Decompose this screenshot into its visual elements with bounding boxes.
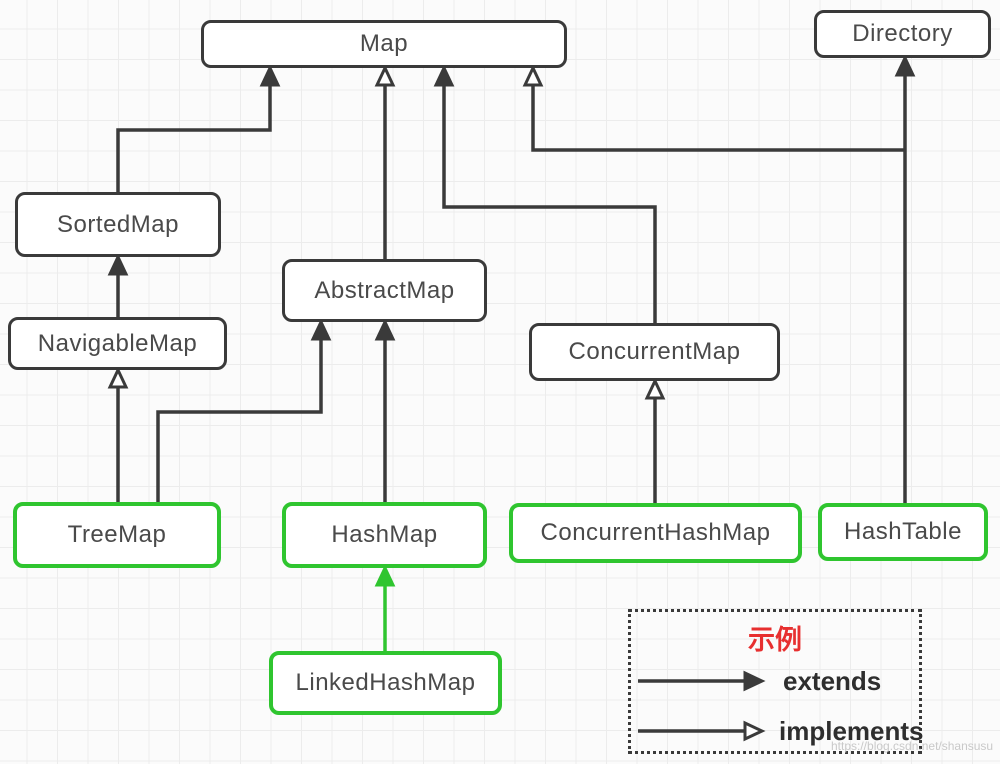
legend-title: 示例 [748,625,802,655]
legend-box [628,609,922,754]
solid-arrowhead-icon [310,318,332,341]
node-concurrenthashmap-label: ConcurrentHashMap [540,519,771,546]
legend-extends-label: extends [783,666,882,696]
node-concurrentmap: ConcurrentMap [529,323,780,381]
open-arrowhead-icon [644,377,666,400]
node-navigablemap-label: NavigableMap [37,329,198,357]
legend-implements-label: implements [779,716,924,746]
node-sortedmap-label: SortedMap [57,210,179,238]
solid-arrowhead-icon [374,564,396,587]
solid-arrowhead-icon [374,318,396,341]
edge-sortedmap-map-line [116,85,272,192]
node-linkedhashmap-label: LinkedHashMap [295,669,476,696]
node-abstractmap-label: AbstractMap [314,276,455,304]
node-concurrentmap-label: ConcurrentMap [568,338,741,365]
open-arrowhead-icon [522,64,544,87]
node-navigablemap: NavigableMap [8,317,227,370]
node-directory: Directory [814,10,991,58]
node-linkedhashmap: LinkedHashMap [269,651,502,715]
solid-arrowhead-icon [259,64,281,87]
watermark-text: https://blog.csdn.net/shansusu [831,739,994,753]
node-map-label: Map [359,30,409,57]
node-hashtable-label: HashTable [844,518,962,545]
node-concurrenthashmap: ConcurrentHashMap [509,503,802,563]
open-arrowhead-icon [107,366,129,389]
node-treemap-label: TreeMap [67,521,167,548]
node-abstractmap: AbstractMap [282,259,487,322]
solid-arrowhead-icon [433,64,455,87]
node-treemap: TreeMap [13,502,221,568]
solid-arrowhead-icon [894,54,916,77]
node-hashtable: HashTable [818,503,988,561]
solid-arrowhead-icon [107,253,129,276]
node-map: Map [201,20,567,68]
node-hashmap: HashMap [282,502,487,568]
open-arrowhead-icon [374,64,396,87]
node-directory-label: Directory [852,20,953,47]
node-sortedmap: SortedMap [15,192,221,257]
node-hashmap-label: HashMap [331,521,438,548]
edge-hashtable-map-line [531,85,905,152]
